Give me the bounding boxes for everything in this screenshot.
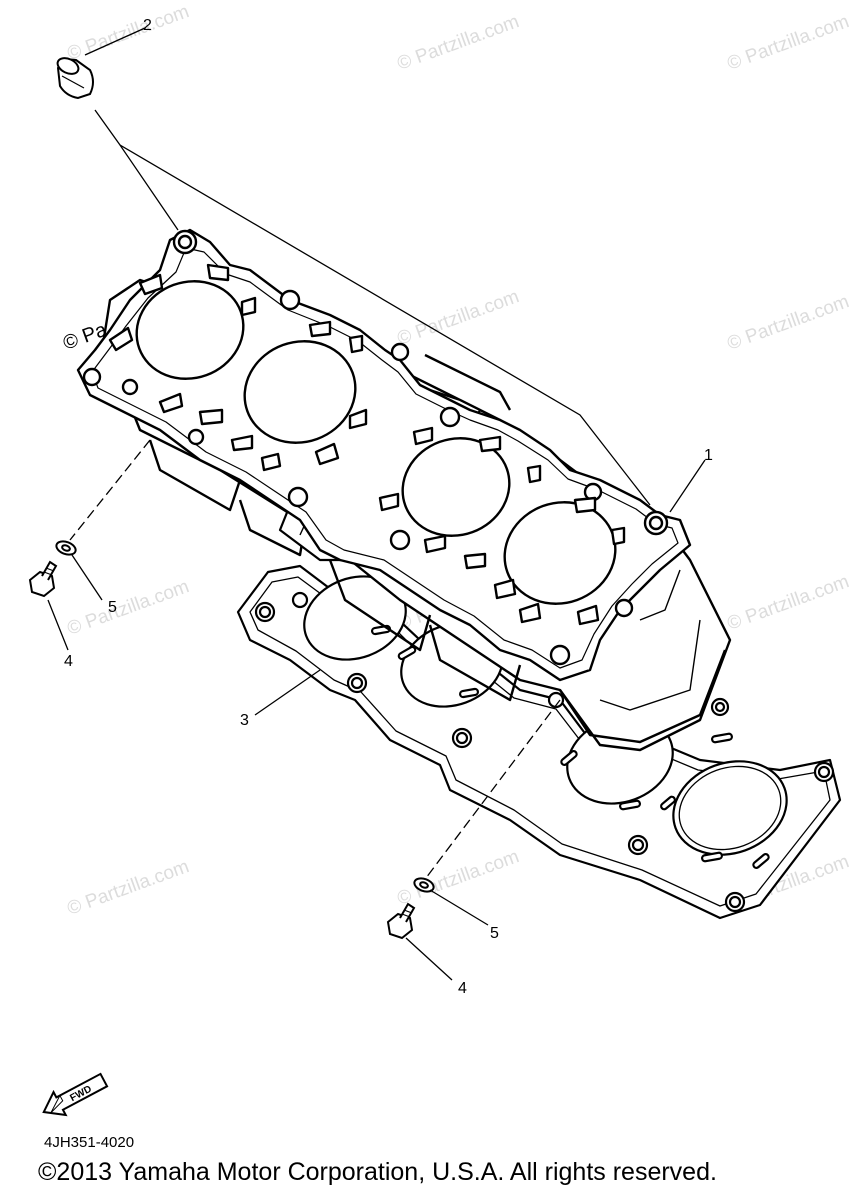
- callout-labels: 1 2 3 4 5 4 5: [64, 17, 713, 997]
- watermark: © Partzilla.com: [725, 11, 852, 75]
- leader-lines: [47, 27, 706, 981]
- callout-1: 1: [704, 447, 713, 464]
- watermark: © Partzilla.com: [725, 291, 852, 355]
- bolt-left: [28, 560, 58, 598]
- copyright-notice: ©2013 Yamaha Motor Corporation, U.S.A. A…: [38, 1158, 717, 1186]
- dowel-pin: [56, 57, 94, 100]
- diagram-code: 4JH351-4020: [44, 1134, 135, 1151]
- callout-4-left: 4: [64, 653, 73, 670]
- watermark: © Partzilla.com: [725, 571, 852, 635]
- callout-3: 3: [240, 712, 249, 729]
- washer-left: [55, 540, 77, 556]
- watermark: © Partzilla.com: [395, 11, 522, 75]
- watermark: © Partzilla.com: [65, 856, 192, 920]
- watermark: © Partzilla.com: [65, 576, 192, 640]
- watermark: © Partzilla.com: [65, 1, 192, 65]
- callout-2: 2: [143, 17, 152, 34]
- watermark: © Partzilla.com: [395, 846, 522, 910]
- callout-5-right: 5: [490, 925, 499, 942]
- forward-arrow-icon: FWD: [42, 1072, 109, 1117]
- cylinder-block: [76, 228, 732, 752]
- washer-right: [413, 877, 435, 893]
- callout-5-left: 5: [108, 599, 117, 616]
- bolt-right: [386, 902, 416, 940]
- callout-4-right: 4: [458, 980, 467, 997]
